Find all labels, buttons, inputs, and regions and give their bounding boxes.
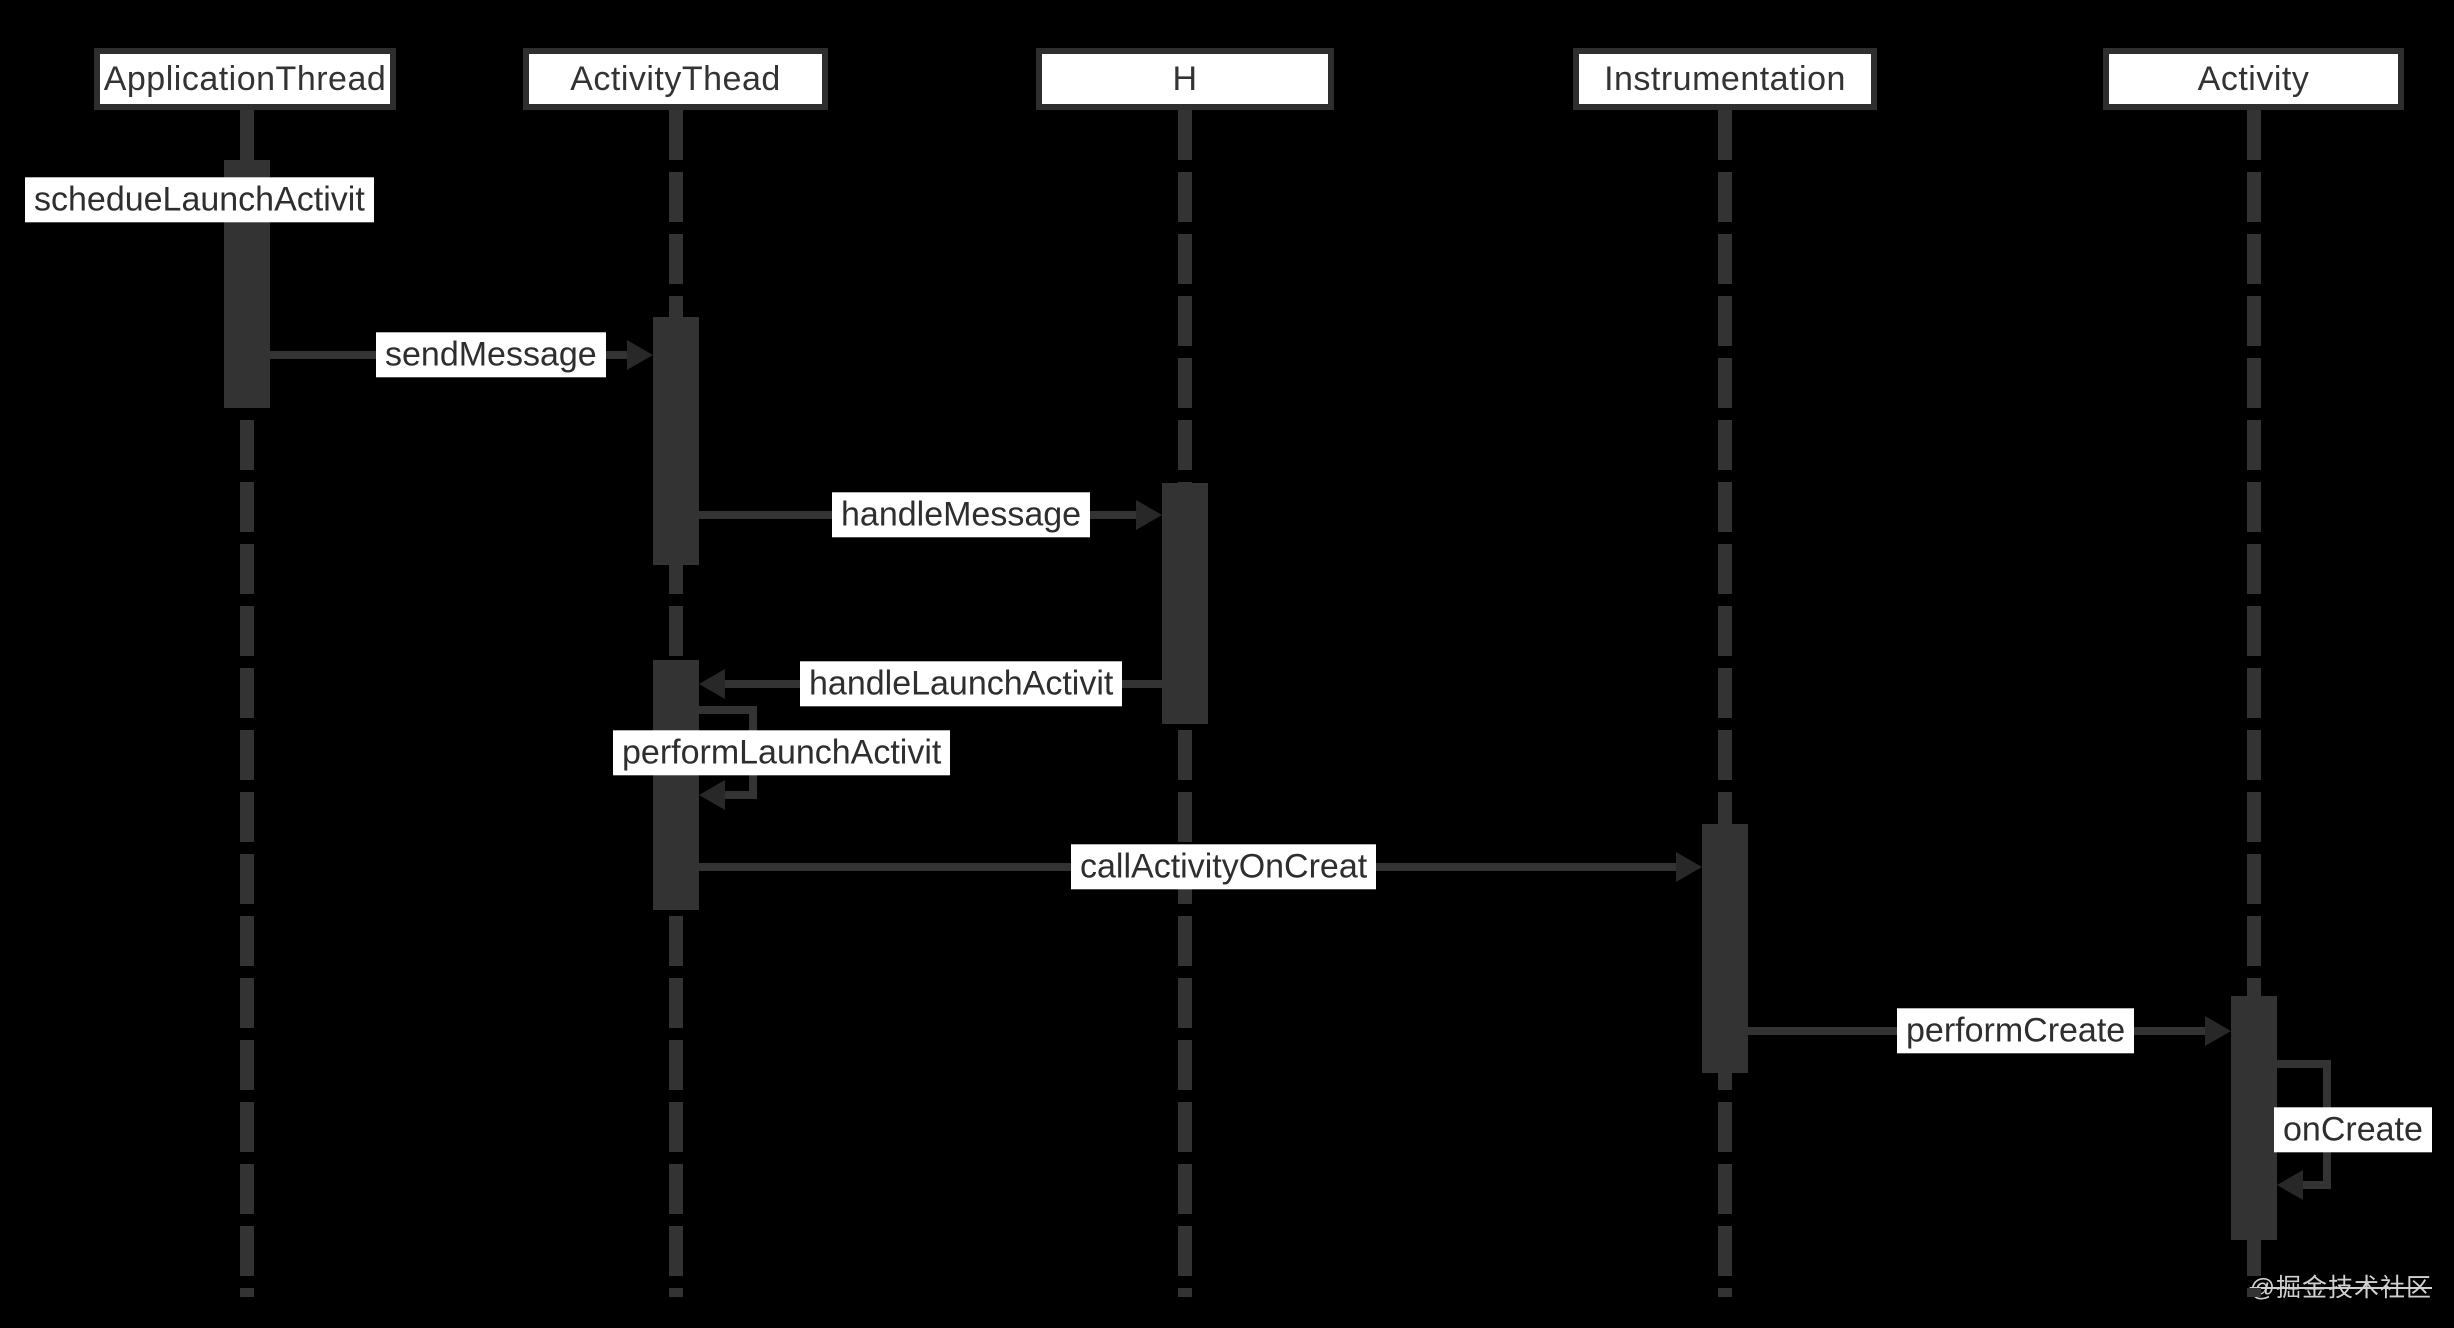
self-message-label: performLaunchActivit [613,730,951,776]
self-message-arrowhead [699,780,725,810]
message-label: performCreate [1897,1008,2135,1054]
participant-header-box: Instrumentation [1573,48,1877,110]
participant-label: ActivityThead [570,59,781,98]
self-message-label: onCreate [2274,1107,2432,1153]
participant-header-box: ActivityThead [523,48,828,110]
message-arrowhead [1676,852,1702,882]
self-message-loop-top [699,706,757,714]
message-arrowhead [1136,500,1162,530]
activation-bar [1162,483,1208,724]
message-label: sendMessage [376,332,606,378]
participant-label: Activity [2197,59,2310,98]
self-message-loop-top [2277,1060,2331,1068]
activation-bar [653,660,699,910]
self-message-loop-bottom [719,791,757,799]
participant-label: H [1172,59,1198,98]
message-arrowhead [2205,1016,2231,1046]
participant-label: Instrumentation [1604,59,1846,98]
participant-header-box: H [1036,48,1334,110]
self-message-loop-bottom [2297,1181,2331,1189]
message-arrowhead [627,340,653,370]
participant-header-box: Activity [2103,48,2404,110]
watermark: @掘金技术社区 [2249,1274,2432,1302]
participant-header-box: ApplicationThread [94,48,396,110]
message-label: callActivityOnCreat [1071,844,1377,890]
message-arrowhead [699,669,725,699]
participant-label: ApplicationThread [103,59,387,98]
self-message-arrowhead [2277,1170,2303,1200]
activation-bar [1702,824,1748,1073]
message-label: schedueLaunchActivit [25,177,374,223]
activation-bar [2231,996,2277,1240]
lifeline [1718,110,1732,1297]
activation-bar [653,317,699,565]
message-label: handleLaunchActivit [800,661,1123,707]
message-label: handleMessage [832,492,1091,538]
